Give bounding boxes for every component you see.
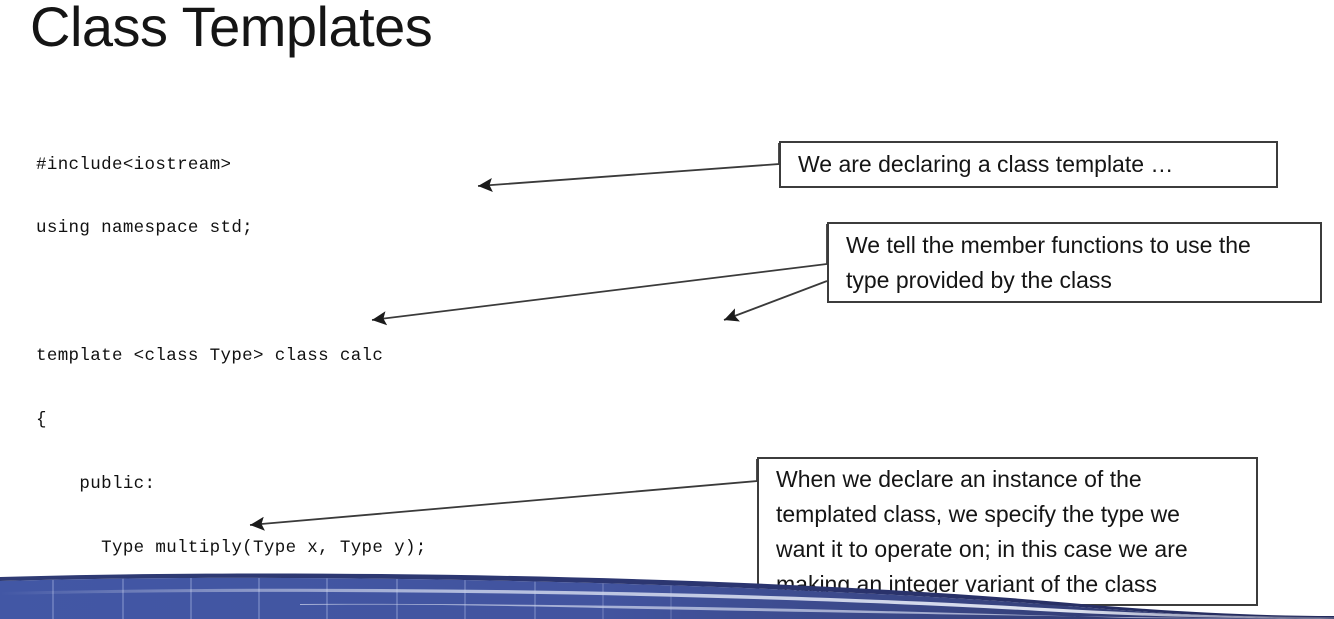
swoosh-highlight-ribbon: [0, 588, 1334, 619]
swoosh-highlight-thin: [300, 603, 1334, 619]
code-line: #include<iostream>: [36, 154, 232, 175]
code-line: [36, 282, 741, 303]
code-line: template <class Type> class calc: [36, 346, 384, 367]
swoosh-graphic: [0, 573, 1334, 619]
callout-text-line: type provided by the class: [846, 266, 1112, 293]
blue-swoosh-footer: [0, 573, 1334, 619]
code-line: public:: [36, 474, 156, 495]
callout-text-line: We tell the member functions to use the: [846, 231, 1251, 258]
code-line: Type multiply(Type x, Type y);: [36, 537, 427, 558]
callout-box-instance-declaration: When we declare an instance of the templ…: [757, 457, 1258, 606]
swoosh-tile-lines: [52, 577, 672, 619]
swoosh-top-edge: [0, 573, 1334, 619]
code-line: using namespace std;: [36, 218, 254, 239]
callout-text-line: want it to operate on; in this case we a…: [776, 535, 1188, 562]
callout-text-line: templated class, we specify the type we: [776, 500, 1180, 527]
code-line: {: [36, 410, 47, 431]
callout-text-line: We are declaring a class template …: [798, 151, 1174, 177]
callout-text-line: When we declare an instance of the: [776, 465, 1142, 492]
code-block: #include<iostream> using namespace std; …: [36, 112, 741, 619]
page-title: Class Templates: [30, 0, 433, 58]
callout-box-class-template: We are declaring a class template …: [779, 141, 1278, 188]
callout-box-member-functions: We tell the member functions to use the …: [827, 222, 1322, 303]
